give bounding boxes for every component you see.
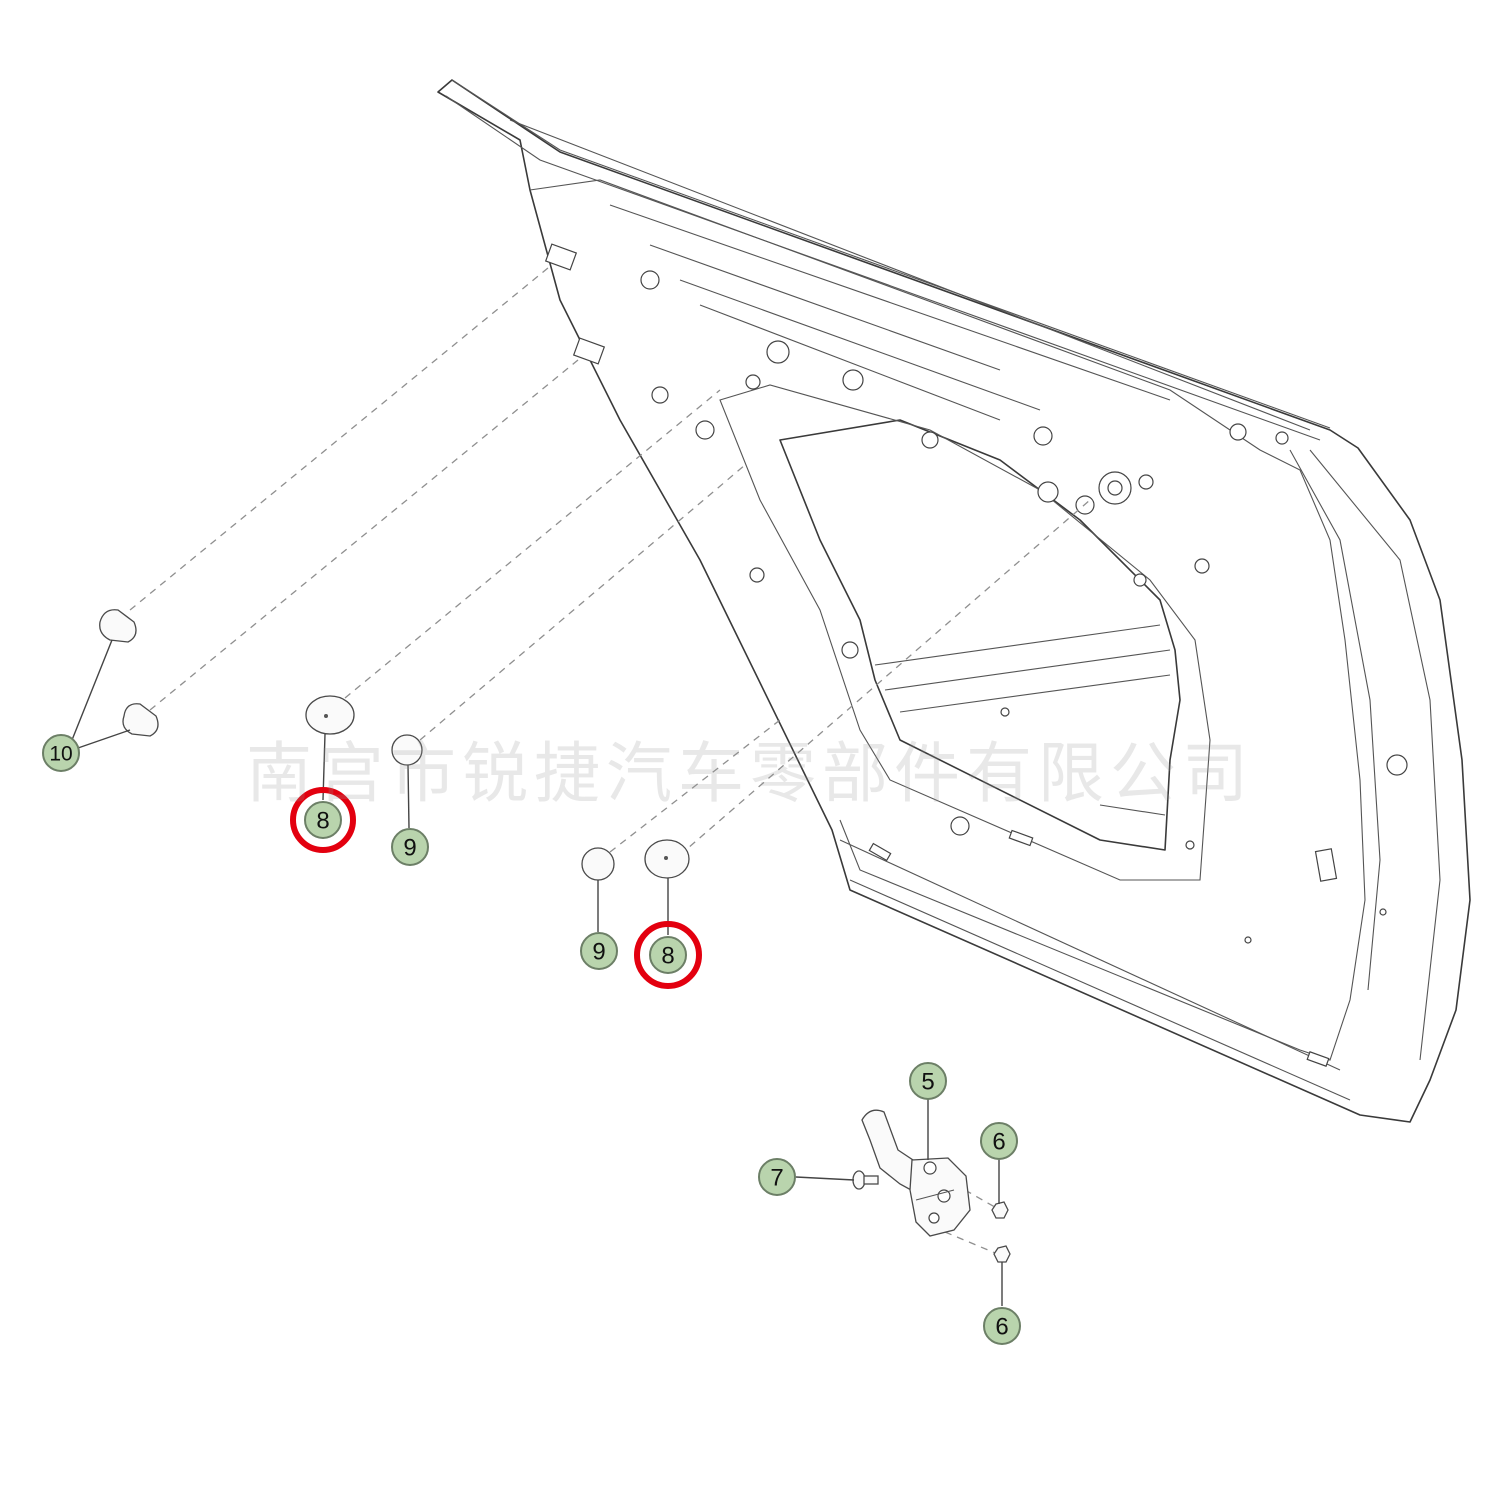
callout-6-upper: 6 xyxy=(980,1122,1018,1160)
callout-label-9-right: 9 xyxy=(592,939,605,966)
round-plug-9-left xyxy=(391,734,423,766)
guide-line-nut-lower xyxy=(944,1231,1001,1256)
callout-label-7: 7 xyxy=(770,1165,783,1192)
guide-line-nut-upper xyxy=(964,1189,1001,1211)
callout-label-8-left: 8 xyxy=(316,808,329,835)
guide-line-plug-lower xyxy=(149,359,579,711)
guide-line-9-left xyxy=(419,464,746,741)
callout-label-8-right: 8 xyxy=(661,943,674,970)
hinge-bolt xyxy=(852,1170,879,1190)
loose-parts xyxy=(99,609,1011,1263)
highlight-ring-8-right xyxy=(634,921,702,989)
guide-line-8-left xyxy=(344,389,721,699)
callout-5: 5 xyxy=(909,1062,947,1100)
callout-7: 7 xyxy=(758,1158,796,1196)
callout-8-left: 8 xyxy=(290,787,356,853)
door-inner-panel xyxy=(437,79,1471,1123)
callout-9-right: 9 xyxy=(580,932,618,970)
round-plug-9-right xyxy=(581,847,615,881)
callout-6-lower: 6 xyxy=(983,1307,1021,1345)
door-hinge-assembly xyxy=(861,1109,971,1237)
callout-label-5: 5 xyxy=(921,1069,934,1096)
callout-9-left: 9 xyxy=(391,828,429,866)
square-plug-upper xyxy=(99,609,137,643)
guide-line-9-right xyxy=(609,719,781,853)
callout-label-6-upper: 6 xyxy=(992,1129,1005,1156)
callout-label-9-left: 9 xyxy=(403,835,416,862)
guide-line-plug-upper xyxy=(129,267,549,611)
callout-label-10: 10 xyxy=(49,743,72,766)
callout-8-right: 8 xyxy=(634,921,702,989)
installation-guide-lines xyxy=(129,267,1091,1256)
round-plug-8-left xyxy=(305,695,355,735)
square-plug-lower xyxy=(122,703,159,737)
callout-label-6-lower: 6 xyxy=(995,1314,1008,1341)
callout-leader-lines xyxy=(71,639,1003,1306)
highlight-ring-8-left xyxy=(290,787,356,853)
callout-10: 10 xyxy=(42,734,80,772)
hinge-nut-lower xyxy=(993,1245,1011,1263)
hinge-nut-upper xyxy=(991,1201,1009,1219)
